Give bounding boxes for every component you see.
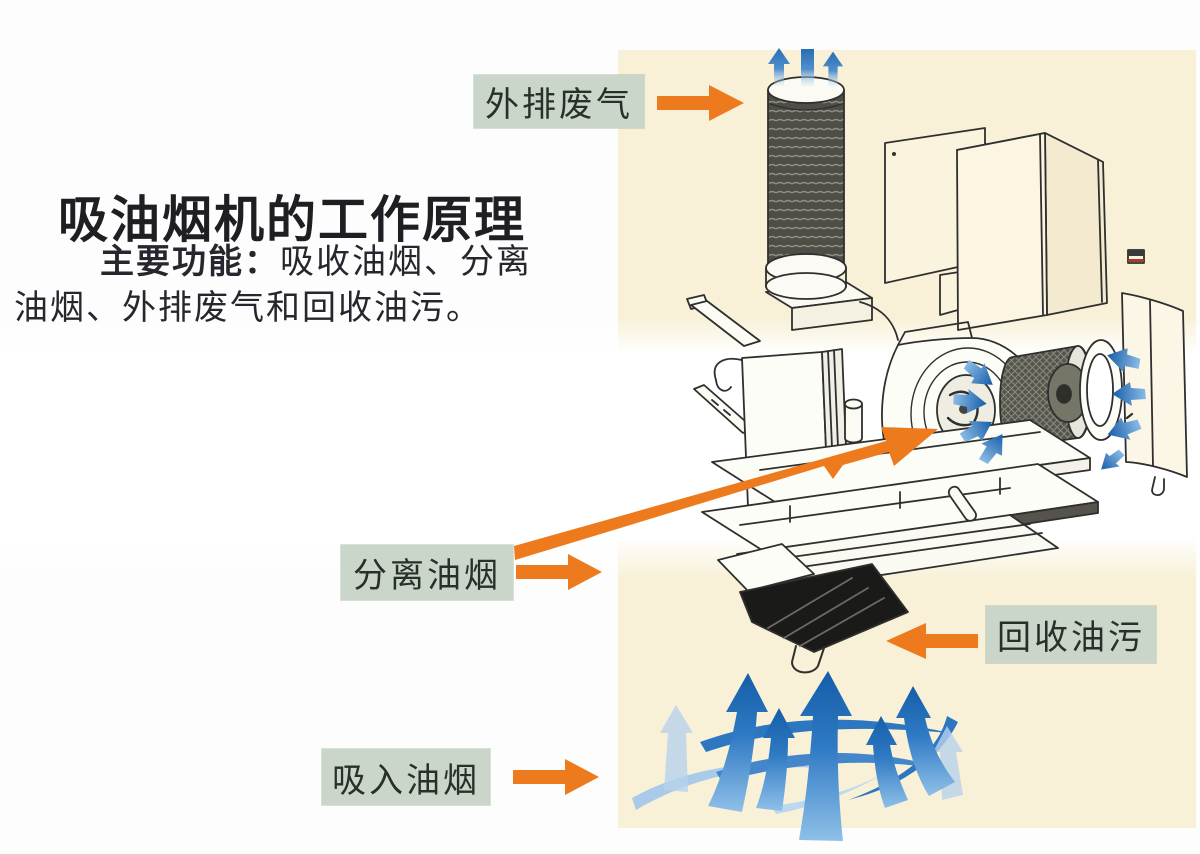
callout-intake: 吸入油烟 xyxy=(322,749,490,805)
callout-exhaust: 外排废气 xyxy=(474,75,644,128)
subtitle-line-2: 油烟、外排废气和回收油污。 xyxy=(14,290,482,327)
flow-arrows xyxy=(513,85,978,795)
smoke-rising-arrows xyxy=(632,671,963,841)
subtitle-line-1: 主要功能：吸收油烟、分离 xyxy=(14,240,554,286)
exhaust-air-arrows xyxy=(768,48,844,87)
intake-arrow xyxy=(513,759,599,795)
callout-recover: 回收油污 xyxy=(986,606,1156,663)
housing-main-box xyxy=(956,132,1108,331)
base-trays xyxy=(701,419,1099,590)
separate-long-arrow xyxy=(514,427,938,560)
page-title: 吸油烟机的工作原理 xyxy=(58,191,526,248)
recover-arrow xyxy=(886,623,978,659)
side-panel-right xyxy=(1121,292,1188,497)
mounting-bracket xyxy=(686,294,761,347)
exhaust-duct xyxy=(765,76,899,341)
exhaust-arrow xyxy=(657,85,744,121)
intake-ring xyxy=(1079,339,1134,441)
separate-arrow xyxy=(516,554,602,590)
subtitle-line1-rest: 吸收油烟、分离 xyxy=(280,244,532,281)
side-rail xyxy=(693,384,754,434)
subtitle: 主要功能：吸收油烟、分离 油烟、外排废气和回收油污。 xyxy=(14,240,554,332)
callout-separate: 分离油烟 xyxy=(341,545,513,600)
oil-cup xyxy=(717,543,909,674)
connector-clip xyxy=(1127,249,1145,264)
subtitle-lead: 主要功能： xyxy=(100,244,280,281)
